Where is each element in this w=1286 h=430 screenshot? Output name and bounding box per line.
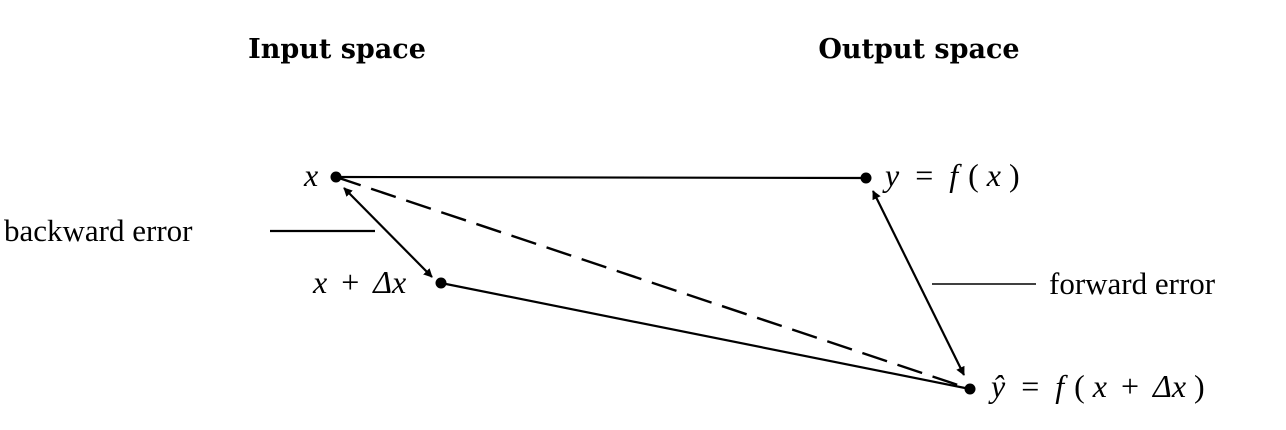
input-space-heading: Input space	[248, 34, 426, 65]
output-space-heading: Output space	[818, 34, 1019, 65]
forward-error-arrow	[872, 190, 965, 376]
dashed-line-x-to-yhat	[335, 175, 971, 391]
point-y-hat	[964, 383, 976, 395]
point-x	[330, 171, 342, 183]
point-y	[860, 172, 872, 184]
label-yhat-equals-f-x-plus-dx: ŷ = f ( x + Δx )	[988, 368, 1205, 404]
backward-error-arrow	[343, 187, 433, 278]
label-y-equals-fx: y = f ( x )	[882, 157, 1020, 193]
backward-error-label: backward error	[4, 213, 193, 248]
forward-error-label: forward error	[1049, 266, 1216, 301]
label-x-plus-dx: x + Δx	[312, 264, 406, 300]
point-x-plus-dx	[435, 277, 447, 289]
label-x: x	[303, 157, 318, 193]
map-line-xdx-to-yhat	[440, 281, 971, 391]
map-line-x-to-y	[335, 175, 867, 180]
